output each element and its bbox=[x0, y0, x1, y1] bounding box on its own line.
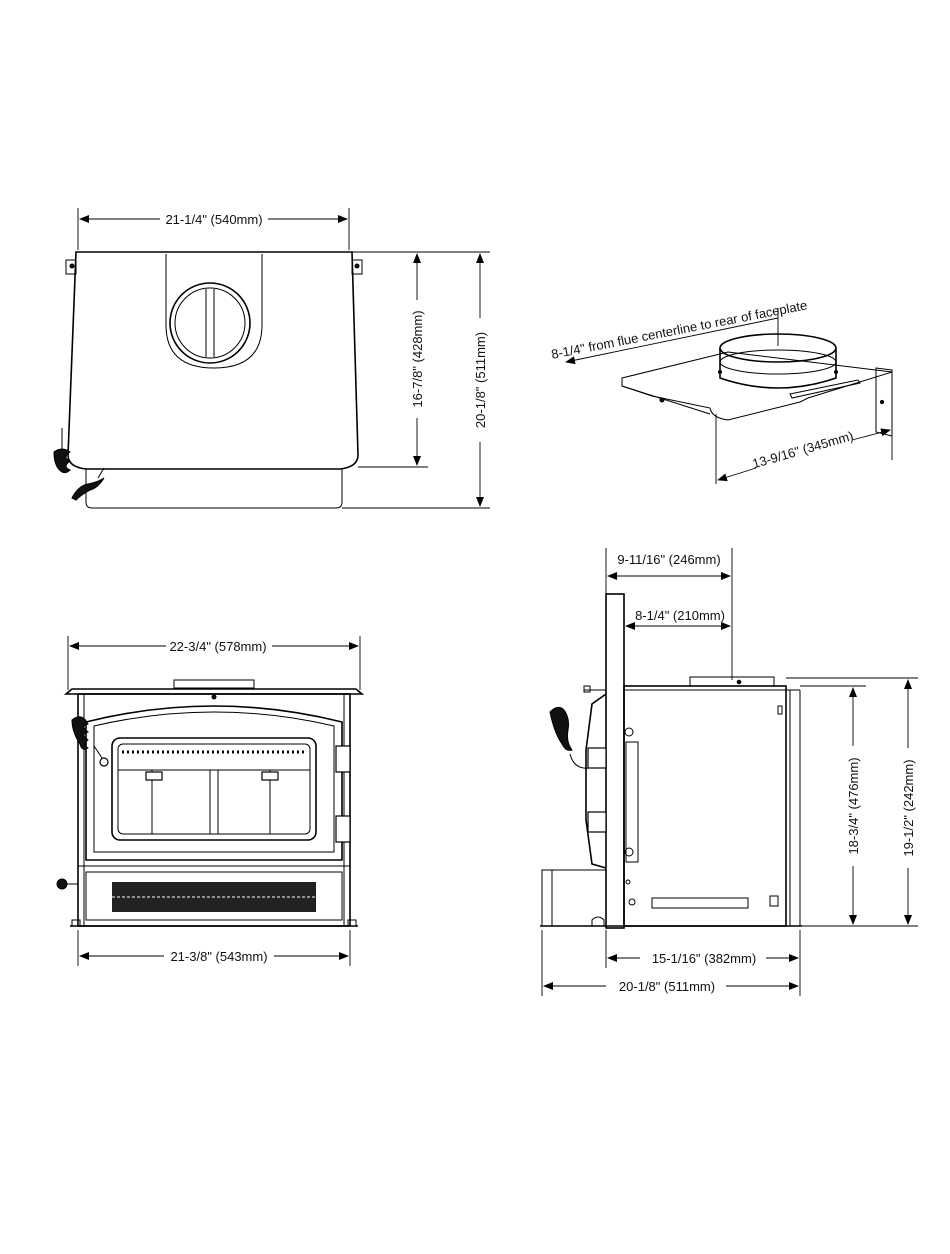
dim-bracket-width: 13-9/16" (345mm) bbox=[751, 428, 855, 471]
top-view: 21-1/4" (540mm) 16-7/8" (428mm) 20-1/8" bbox=[54, 208, 490, 508]
dim-side-depth-body: 15-1/16" (382mm) bbox=[652, 951, 756, 966]
dim-top-depth-overall: 20-1/8" (511mm) bbox=[473, 332, 488, 428]
flue-bracket-view: 8-1/4" from flue centerline to rear of f… bbox=[550, 297, 892, 484]
side-view: 9-11/16" (246mm) 8-1/4" (210mm) bbox=[540, 548, 918, 996]
dim-side-depth-overall: 20-1/8" (511mm) bbox=[619, 979, 715, 994]
dim-flue-offset: 8-1/4" from flue centerline to rear of f… bbox=[550, 297, 808, 361]
dim-side-flue-faceplate: 8-1/4" (210mm) bbox=[635, 608, 725, 623]
front-view: 22-3/4" (578mm) bbox=[57, 636, 362, 966]
dim-side-height-overall: 19-1/2" (242mm) bbox=[901, 759, 916, 856]
dim-top-depth-body: 16-7/8" (428mm) bbox=[410, 310, 425, 407]
dim-front-width-top: 22-3/4" (578mm) bbox=[169, 639, 266, 654]
dim-front-width-bottom: 21-3/8" (543mm) bbox=[170, 949, 267, 964]
dim-top-width: 21-1/4" (540mm) bbox=[165, 212, 262, 227]
dim-side-flue-front: 9-11/16" (246mm) bbox=[617, 552, 720, 567]
dim-side-height-body: 18-3/4" (476mm) bbox=[846, 757, 861, 854]
